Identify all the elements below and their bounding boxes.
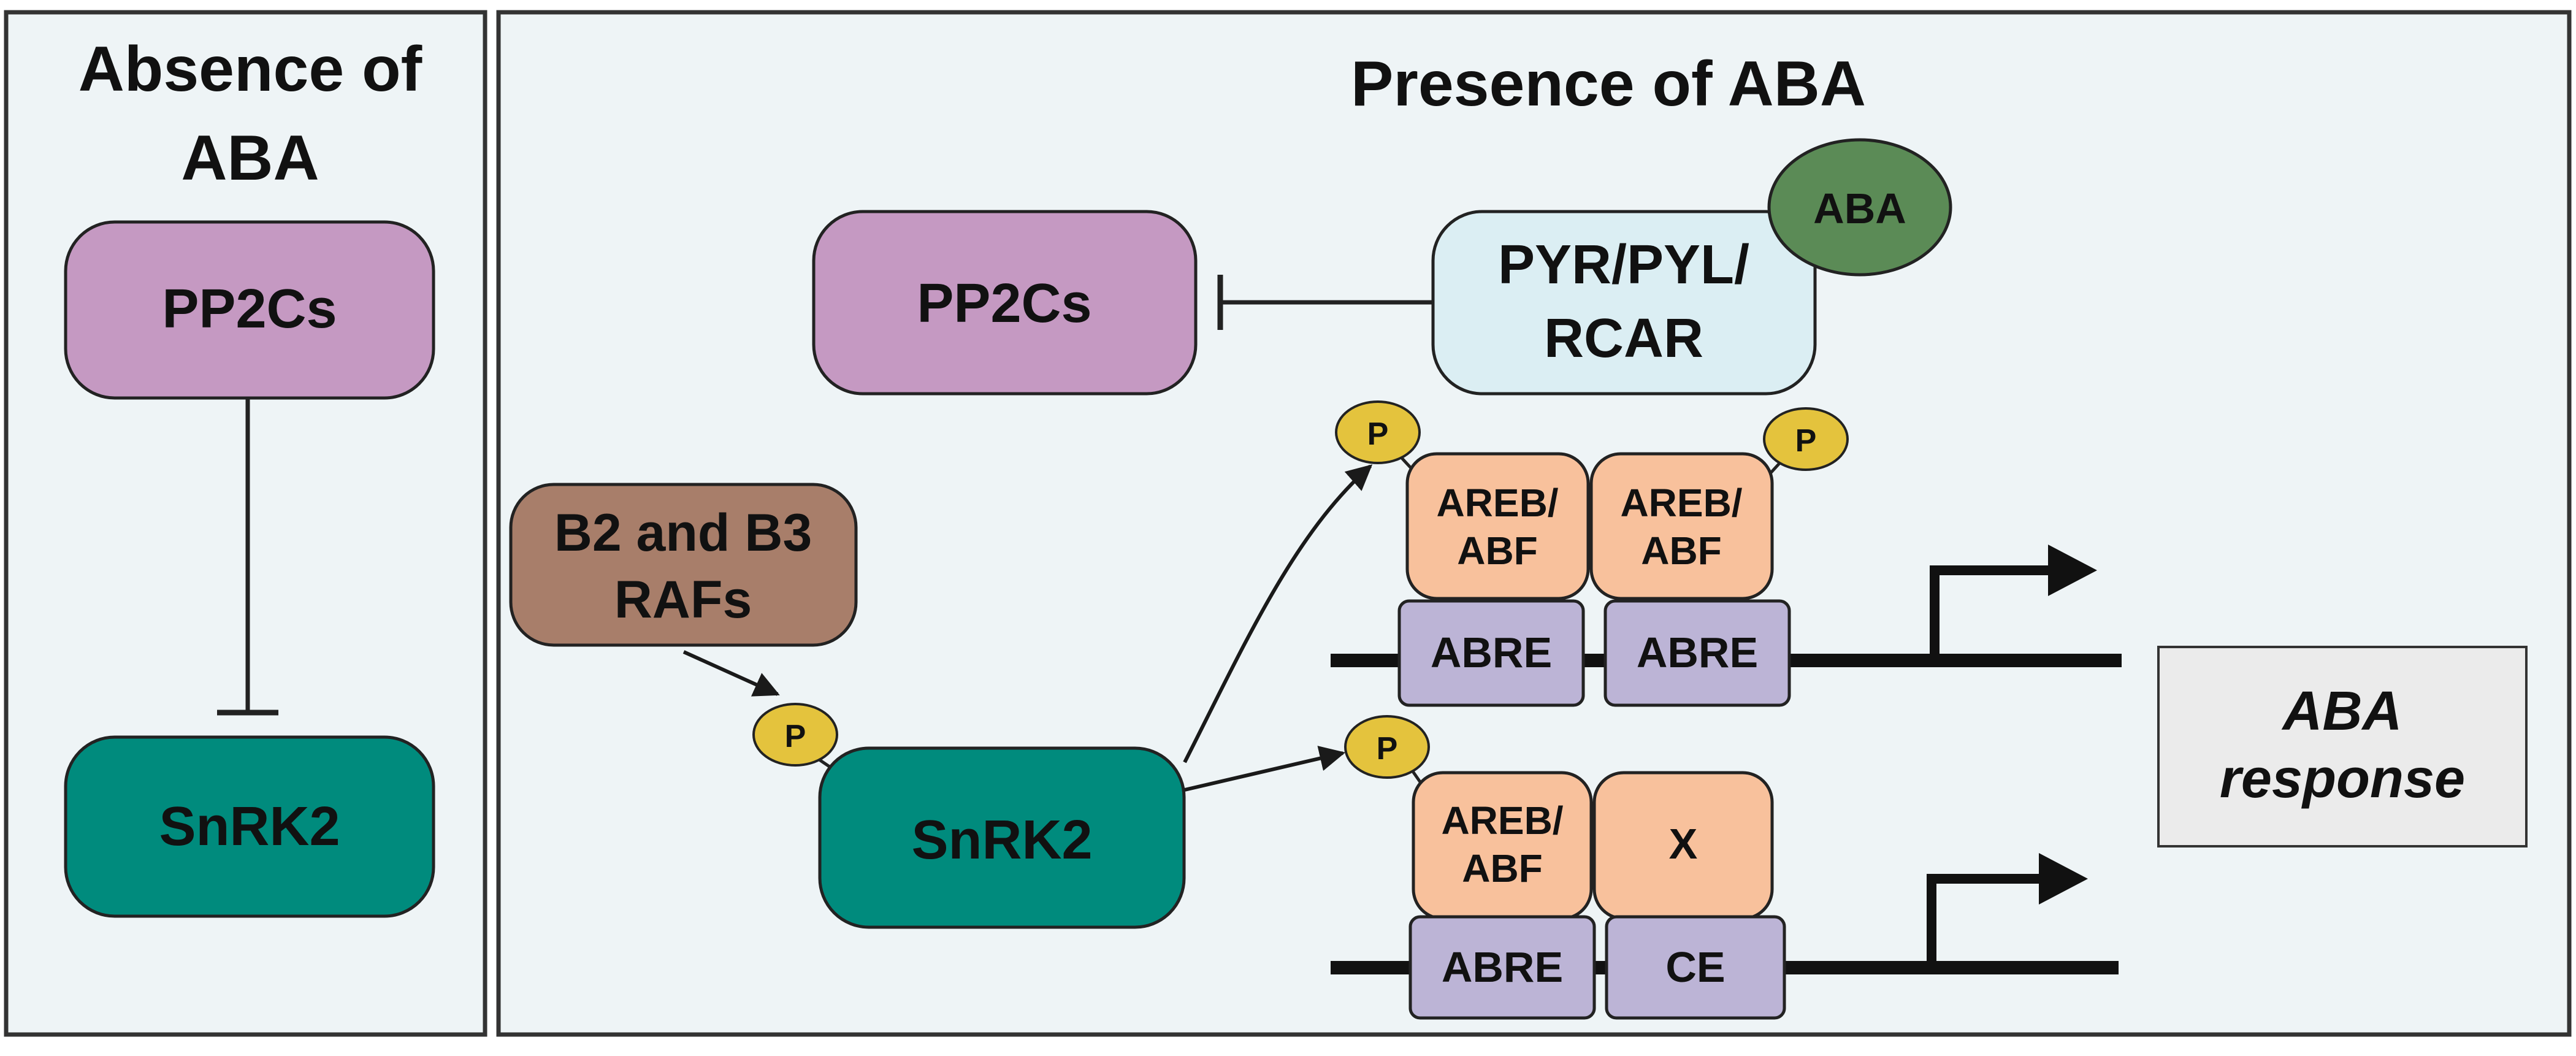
areb-abf-tf2-1-line1: AREB/	[1620, 481, 1742, 525]
ce-element	[1605, 915, 1786, 1020]
pp2cs-box-presence: PP2Cs	[812, 210, 1198, 396]
abre-element-2-label: ABRE	[1442, 943, 1563, 991]
tf1-phospho-2	[1344, 715, 1430, 779]
receptor-box: PYR/PYL/ RCAR	[1431, 210, 1817, 396]
areb-abf-tf1-2-line2: ABF	[1462, 846, 1543, 890]
abre-element-2	[1408, 915, 1596, 1020]
snrk2-label-presence: SnRK2	[911, 809, 1092, 871]
snrk2-phospho-label: P	[785, 719, 806, 754]
presence-panel: Presence of ABA PP2Cs PYR/PYL/ RCAR ABA …	[496, 10, 2572, 1037]
rafs-to-snrk2-arrow	[682, 650, 780, 697]
abre-element-1b-label: ABRE	[1637, 629, 1758, 676]
abre-element-1b	[1603, 599, 1791, 707]
aba-response-box: ABA response	[2157, 646, 2528, 847]
inhibition-line-absence	[217, 398, 278, 716]
areb-abf-tf1-1	[1405, 452, 1590, 600]
snrk2-box-absence: SnRK2	[64, 735, 435, 918]
aba-ligand-label: ABA	[1813, 185, 1906, 232]
abre-element-1a-label: ABRE	[1431, 629, 1552, 676]
tf1-phospho-1	[1335, 400, 1421, 464]
rafs-label-line2: RAFs	[614, 570, 752, 629]
tf1-phospho-1-label: P	[1367, 416, 1389, 452]
areb-abf-tf1-1-line2: ABF	[1457, 529, 1538, 573]
promoter-1: P P AREB/ ABF AREB/ ABF ABRE ABRE	[1331, 400, 2122, 707]
areb-abf-tf2-1-line2: ABF	[1641, 529, 1722, 573]
areb-abf-tf1-2-line1: AREB/	[1441, 798, 1563, 843]
snrk2-to-promoter2-arrow	[1184, 746, 1346, 792]
absence-title-line1: Absence of	[78, 34, 422, 105]
absence-title-line2: ABA	[181, 123, 319, 194]
inhibition-line-presence	[1217, 275, 1433, 330]
tss-arrow-1	[1930, 565, 2054, 656]
areb-abf-tf1-2	[1412, 771, 1593, 920]
aba-response-line1: ABA	[2282, 681, 2402, 742]
receptor-label-line1: PYR/PYL/	[1498, 234, 1749, 296]
x-factor-label: X	[1669, 820, 1698, 868]
promoter-2: P AREB/ ABF X ABRE CE	[1331, 715, 2119, 1020]
aba-response-line2: response	[2220, 748, 2465, 809]
aba-ligand: ABA	[1767, 138, 1952, 277]
pp2cs-box-absence: PP2Cs	[64, 220, 435, 400]
absence-panel: Absence of ABA PP2Cs SnRK2	[4, 10, 487, 1037]
areb-abf-tf1-1-line1: AREB/	[1436, 481, 1558, 525]
rafs-box: B2 and B3 RAFs	[509, 483, 858, 647]
tf1-phospho-2-label: P	[1377, 731, 1398, 767]
rafs-label-line1: B2 and B3	[554, 503, 812, 562]
areb-abf-tf2-1	[1589, 452, 1774, 600]
pp2cs-label-presence: PP2Cs	[917, 273, 1091, 334]
presence-title: Presence of ABA	[1351, 48, 1866, 120]
snrk2-to-promoter1-arrow	[1183, 464, 1373, 763]
tss-arrow-2	[1927, 874, 2045, 963]
ce-element-label: CE	[1665, 943, 1725, 991]
snrk2-box-presence: SnRK2	[818, 746, 1186, 929]
pp2cs-label-absence: PP2Cs	[162, 278, 337, 340]
tf2-phospho-1-label: P	[1795, 423, 1817, 459]
snrk2-label-absence: SnRK2	[159, 796, 340, 857]
abre-element-1a	[1397, 599, 1585, 707]
tf2-phospho-1	[1763, 407, 1849, 471]
receptor-label-line2: RCAR	[1544, 308, 1703, 369]
